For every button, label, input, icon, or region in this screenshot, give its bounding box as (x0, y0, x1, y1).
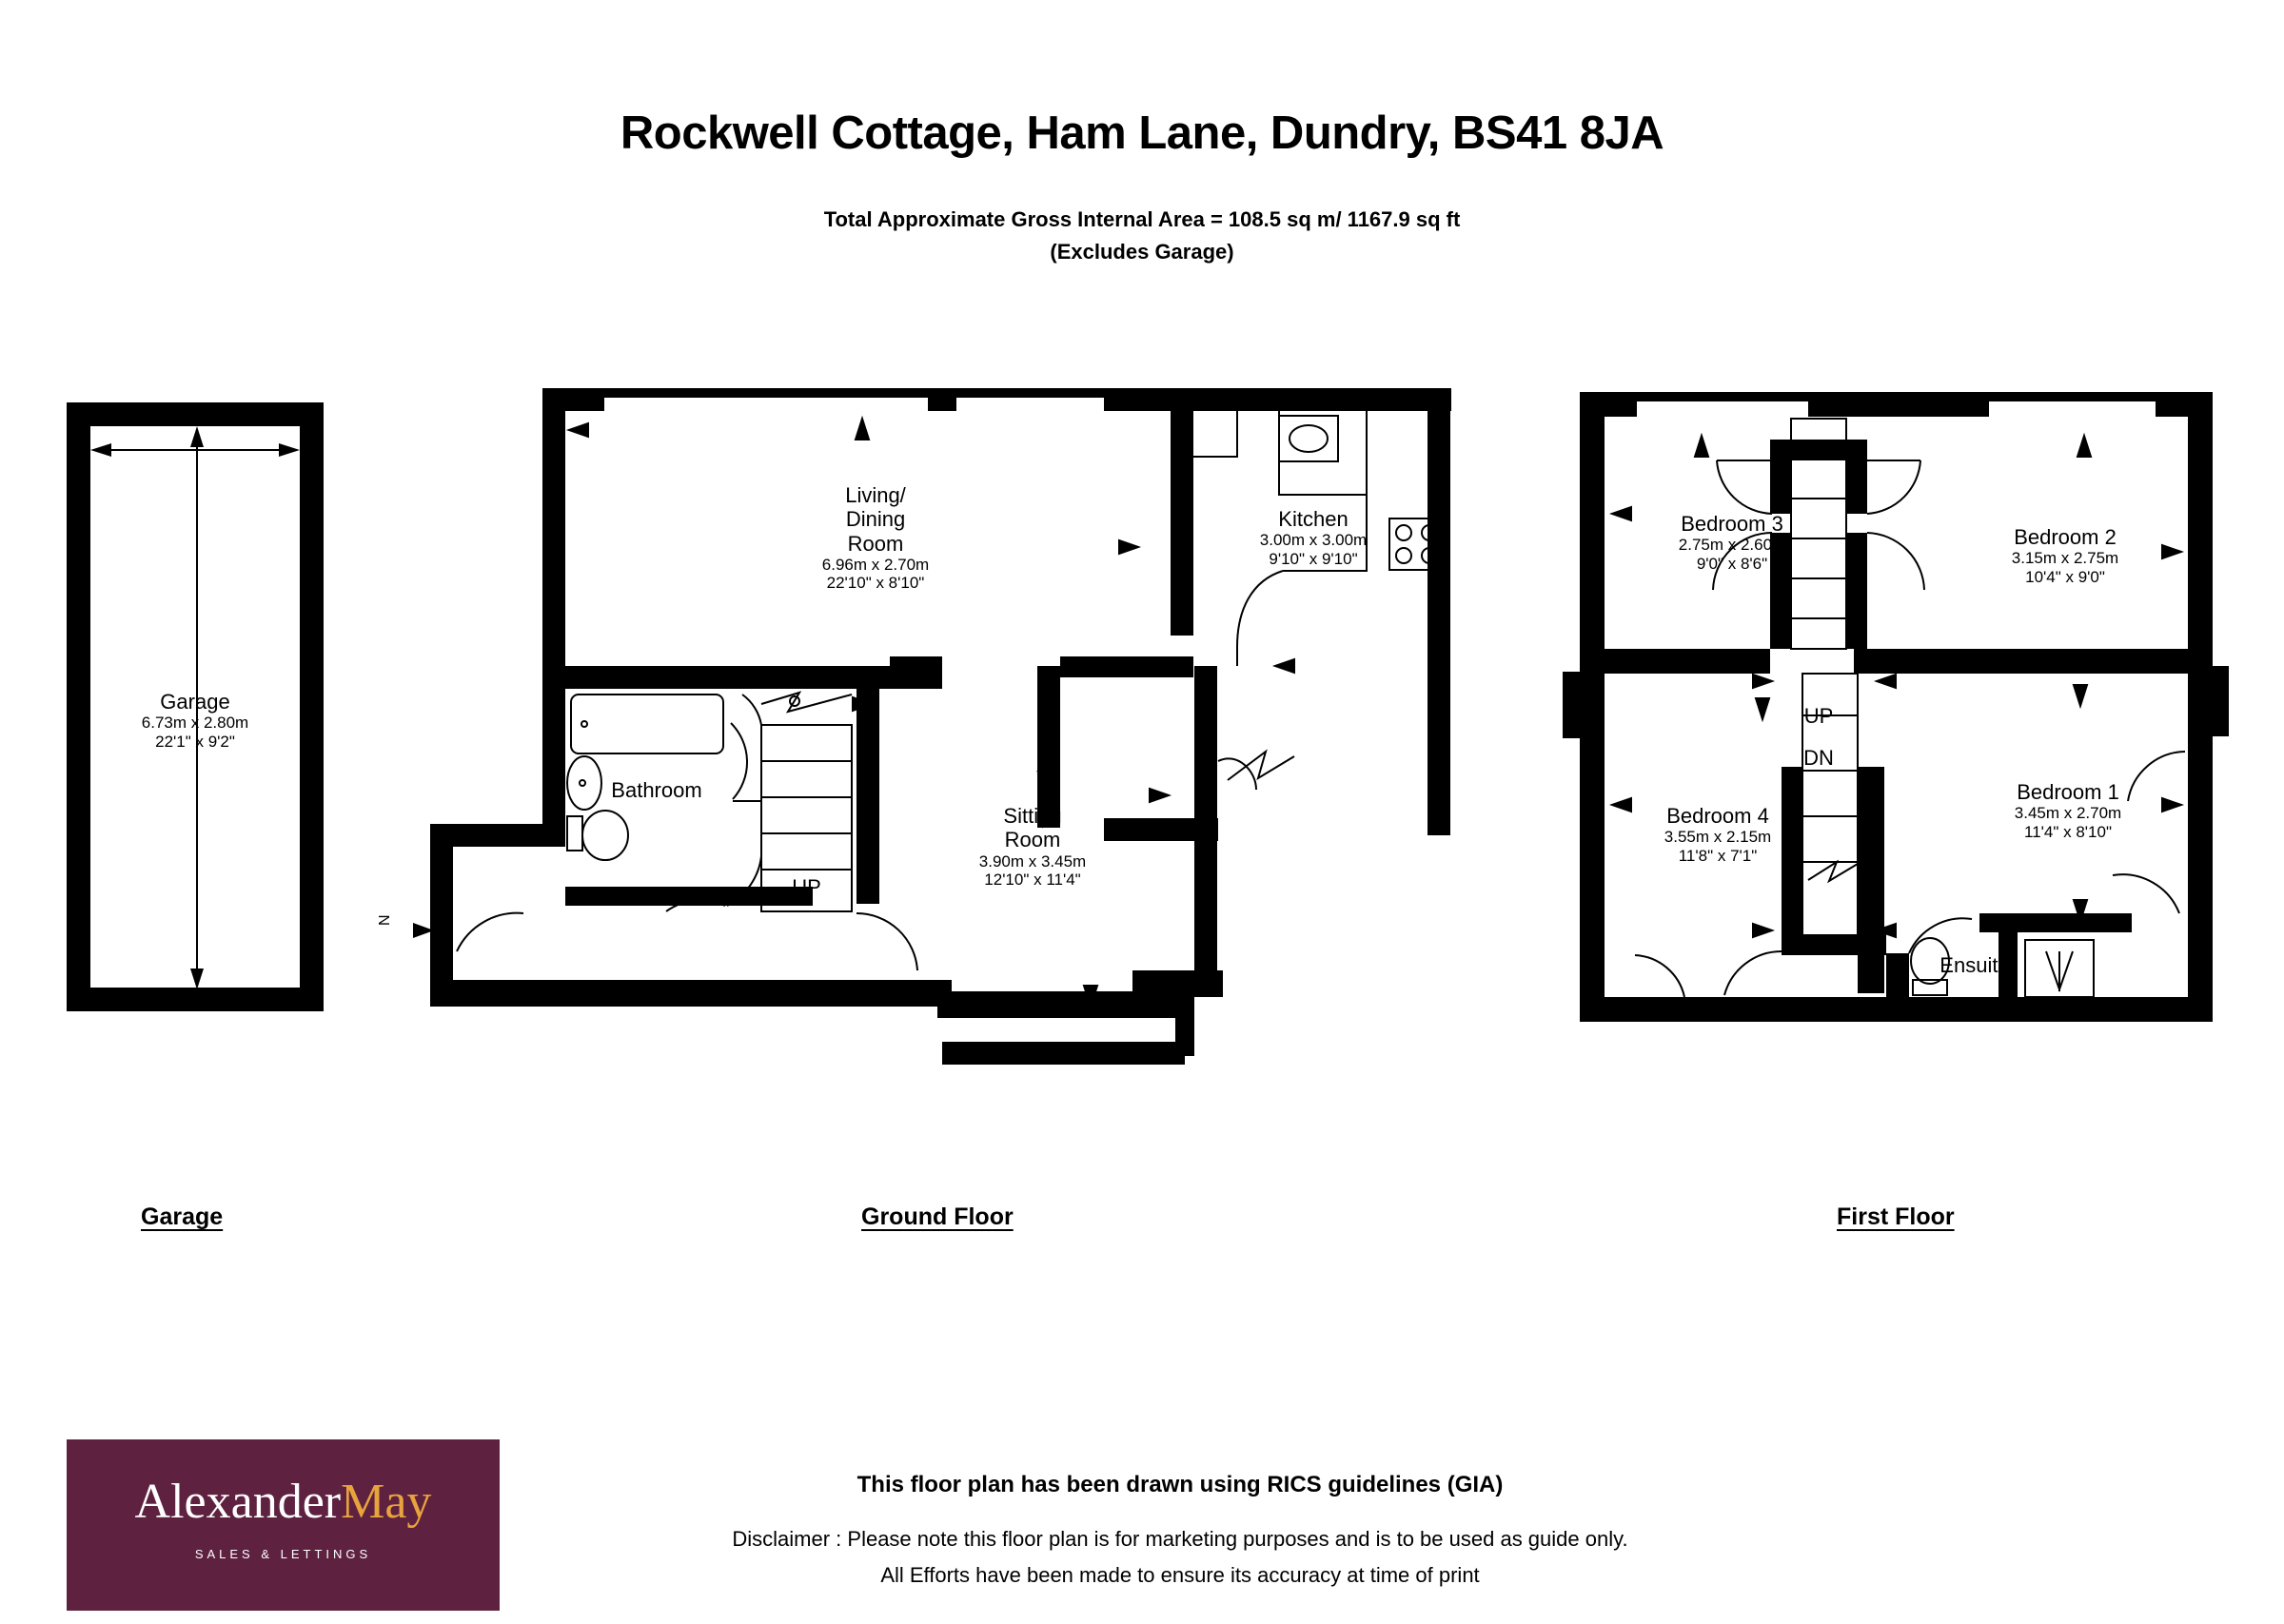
garage-wall-left (67, 402, 90, 1011)
excludes-garage-note: (Excludes Garage) (1050, 240, 1234, 264)
compass-marker (413, 923, 434, 938)
living-dining-name-2: Dining (845, 507, 906, 532)
first-floor-walls (1580, 392, 2213, 1022)
room-label-bedroom-4: Bedroom 4 3.55m x 2.15m 11'8" x 7'1" (1618, 804, 1818, 865)
first-floor-fixtures (1790, 418, 2095, 998)
living-dining-name-3: Room (847, 531, 904, 556)
living-dining-name-1: Living/ (845, 483, 906, 507)
page-title: Rockwell Cottage, Ham Lane, Dundry, BS41… (620, 108, 1664, 159)
sitting-room-name-1: Sitting (1003, 804, 1062, 828)
garage-room-label: Garage 6.73m x 2.80m 22'1" x 9'2" (100, 690, 290, 751)
bedroom-3-imperial: 9'0" x 8'6" (1696, 554, 1768, 573)
room-label-ensuite: Ensuite (1939, 953, 2010, 977)
disclaimer-line-1: Disclaimer : Please note this floor plan… (732, 1527, 1628, 1551)
living-dining-imperial: 22'10" x 8'10" (826, 574, 925, 593)
logo-wordmark: AlexanderMay (67, 1474, 500, 1530)
stair-label-dn-first: DN (1803, 746, 1834, 770)
kitchen-metric: 3.00m x 3.00m (1259, 531, 1368, 550)
garage-room-imperial: 22'1" x 9'2" (155, 732, 235, 751)
logo-word-may: May (341, 1475, 432, 1529)
kitchen-imperial: 9'10" x 9'10" (1269, 549, 1358, 568)
garage-room-name: Garage (160, 690, 230, 714)
room-label-bathroom: Bathroom (611, 778, 702, 802)
stair-label-up-ground: UP (792, 875, 821, 899)
caption-first-floor: First Floor (1837, 1203, 1955, 1230)
rics-note: This floor plan has been drawn using RIC… (856, 1472, 1504, 1497)
gross-internal-area: Total Approximate Gross Internal Area = … (823, 207, 1461, 231)
ground-floor-door-swings (456, 694, 1295, 971)
disclaimer-line-2: All Efforts have been made to ensure its… (880, 1563, 1480, 1587)
bedroom-4-imperial: 11'8" x 7'1" (1678, 846, 1758, 865)
garage-wall-top (67, 402, 324, 426)
bedroom-4-metric: 3.55m x 2.15m (1664, 828, 1772, 847)
garage-wall-right (300, 402, 324, 1011)
kitchen-name: Kitchen (1278, 507, 1349, 531)
caption-ground-floor: Ground Floor (861, 1203, 1014, 1230)
first-floor-dimension-arrows (1608, 432, 2185, 939)
sitting-room-imperial: 12'10" x 11'4" (984, 871, 1081, 890)
first-floor-door-swings (1634, 460, 2186, 998)
sitting-room-name-2: Room (1004, 828, 1061, 852)
garage-room-metric: 6.73m x 2.80m (141, 714, 249, 733)
first-floor-window-marks (1563, 666, 2229, 738)
room-label-bedroom-3: Bedroom 3 2.75m x 2.60m 9'0" x 8'6" (1632, 512, 1832, 573)
stair-label-up-first: UP (1803, 704, 1834, 728)
bedroom-1-imperial: 11'4" x 8'10" (2024, 822, 2112, 841)
logo-word-alexander: Alexander (134, 1475, 342, 1529)
ground-floor-fixtures (566, 411, 1446, 912)
bedroom-2-name: Bedroom 2 (2014, 525, 2117, 549)
bedroom-2-imperial: 10'4" x 9'0" (2025, 567, 2105, 586)
bedroom-4-name: Bedroom 4 (1666, 804, 1769, 828)
room-label-living-dining: Living/ Dining Room 6.96m x 2.70m 22'10"… (757, 483, 994, 593)
bedroom-3-metric: 2.75m x 2.60m (1678, 536, 1786, 555)
alexander-may-logo: AlexanderMay SALES & LETTINGS (67, 1439, 500, 1611)
room-label-kitchen: Kitchen 3.00m x 3.00m 9'10" x 9'10" (1213, 507, 1413, 568)
room-label-sitting-room: Sitting Room 3.90m x 3.45m 12'10" x 11'4… (914, 804, 1152, 890)
ground-floor-walls (430, 388, 1451, 1065)
garage-wall-bottom (67, 988, 324, 1011)
ground-floor-dimension-arrows (565, 415, 1295, 1010)
living-dining-metric: 6.96m x 2.70m (821, 555, 930, 574)
sitting-room-metric: 3.90m x 3.45m (978, 851, 1087, 871)
room-label-bedroom-2: Bedroom 2 3.15m x 2.75m 10'4" x 9'0" (1965, 525, 2165, 586)
bedroom-2-metric: 3.15m x 2.75m (2011, 549, 2119, 568)
bedroom-1-name: Bedroom 1 (2017, 780, 2119, 804)
bedroom-1-metric: 3.45m x 2.70m (2014, 804, 2122, 823)
caption-garage: Garage (141, 1203, 224, 1230)
bedroom-3-name: Bedroom 3 (1681, 512, 1783, 536)
logo-tagline: SALES & LETTINGS (194, 1547, 372, 1561)
room-label-bedroom-1: Bedroom 1 3.45m x 2.70m 11'4" x 8'10" (1968, 780, 2168, 841)
